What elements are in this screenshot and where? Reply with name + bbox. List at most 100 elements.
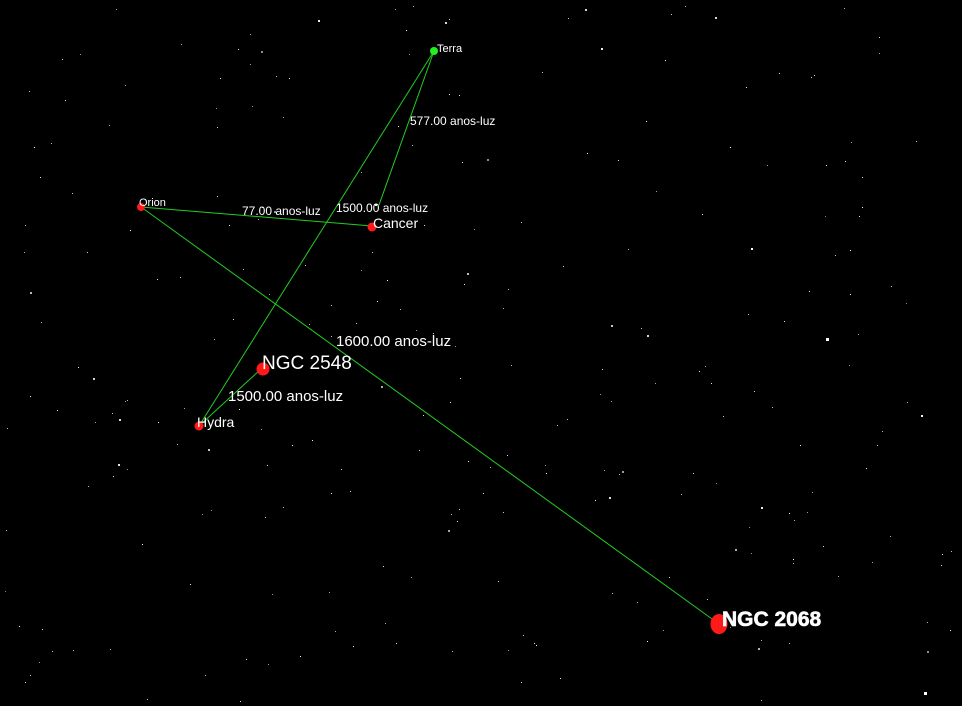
- background-star: [891, 286, 892, 287]
- background-star: [490, 467, 491, 468]
- background-star: [604, 470, 605, 471]
- background-starfield: [5, 6, 952, 702]
- object-marker-ngc2068[interactable]: [710, 614, 728, 634]
- background-star: [24, 252, 25, 253]
- background-star: [272, 594, 273, 595]
- background-star: [181, 44, 182, 45]
- background-star: [585, 9, 587, 11]
- background-star: [628, 249, 629, 250]
- distance-label-hydra-ngc2548: 1500.00 anos-luz: [228, 388, 343, 405]
- background-star: [872, 562, 873, 563]
- background-star: [450, 402, 451, 403]
- background-star: [656, 191, 657, 192]
- background-star: [655, 383, 656, 384]
- background-star: [25, 225, 26, 226]
- background-star: [859, 216, 860, 217]
- background-star: [88, 486, 89, 487]
- background-star: [112, 413, 113, 414]
- background-star: [882, 431, 883, 432]
- object-marker-terra[interactable]: [430, 47, 438, 55]
- background-star: [793, 559, 794, 560]
- background-star: [375, 204, 377, 206]
- background-star: [483, 493, 484, 494]
- background-star: [177, 444, 178, 445]
- background-star: [289, 78, 290, 79]
- background-star: [216, 108, 217, 109]
- background-star: [784, 321, 785, 322]
- background-star: [618, 160, 619, 161]
- background-star: [793, 563, 794, 564]
- background-star: [250, 64, 251, 65]
- background-star: [459, 95, 460, 96]
- background-star: [455, 346, 456, 347]
- background-star: [261, 429, 262, 430]
- background-star: [542, 72, 543, 73]
- background-star: [825, 216, 826, 217]
- background-star: [419, 450, 420, 451]
- background-star: [87, 252, 88, 253]
- background-star: [385, 623, 386, 624]
- object-marker-cancer[interactable]: [367, 222, 377, 232]
- object-marker-hydra[interactable]: [194, 421, 204, 431]
- background-star: [7, 428, 8, 429]
- object-marker-orion[interactable]: [137, 203, 145, 211]
- background-star: [424, 225, 425, 226]
- background-star: [862, 177, 863, 178]
- object-label-hydra: Hydra: [197, 414, 235, 430]
- background-star: [779, 73, 780, 74]
- background-star: [474, 229, 475, 230]
- background-star: [924, 692, 927, 695]
- background-star: [942, 554, 943, 555]
- background-star: [239, 409, 240, 410]
- background-star: [25, 682, 26, 683]
- background-star: [265, 517, 266, 518]
- background-star: [754, 391, 755, 392]
- background-star: [459, 509, 460, 510]
- background-star: [119, 419, 121, 421]
- link-line-terra-hydra: [198, 50, 435, 427]
- background-star: [746, 87, 747, 88]
- background-star: [30, 292, 32, 294]
- distance-labels: 577.00 anos-luz 77.00 anos-luz 1500.00 a…: [228, 114, 495, 405]
- background-star: [460, 378, 461, 379]
- background-star: [611, 401, 612, 402]
- object-label-ngc2548: NGC 2548: [262, 353, 352, 374]
- background-star: [396, 643, 397, 644]
- background-star: [879, 37, 880, 38]
- background-star: [109, 125, 110, 126]
- background-star: [258, 219, 259, 220]
- background-star: [412, 145, 413, 146]
- background-star: [921, 415, 923, 417]
- background-star: [6, 530, 7, 531]
- background-star: [283, 507, 284, 508]
- background-star: [665, 60, 666, 61]
- background-star: [305, 265, 306, 266]
- link-line-orion-ngc2068: [140, 206, 720, 625]
- background-star: [751, 553, 752, 554]
- background-star: [180, 277, 181, 278]
- background-star: [190, 584, 191, 585]
- background-star: [681, 494, 682, 495]
- background-star: [29, 91, 30, 92]
- background-star: [587, 153, 588, 154]
- background-star: [699, 371, 700, 372]
- background-star: [130, 230, 131, 231]
- background-star: [772, 407, 773, 408]
- background-star: [93, 378, 95, 380]
- background-star: [907, 402, 908, 403]
- background-star: [452, 651, 453, 652]
- background-star: [377, 301, 378, 302]
- background-star: [794, 520, 795, 521]
- background-star: [850, 250, 851, 251]
- background-star: [941, 565, 942, 566]
- object-marker-ngc2548[interactable]: [256, 362, 270, 376]
- background-star: [400, 309, 401, 310]
- background-star: [498, 581, 499, 582]
- background-star: [705, 366, 706, 367]
- background-star: [730, 627, 731, 628]
- background-star: [521, 222, 522, 223]
- background-star: [758, 648, 760, 650]
- background-star: [462, 162, 463, 163]
